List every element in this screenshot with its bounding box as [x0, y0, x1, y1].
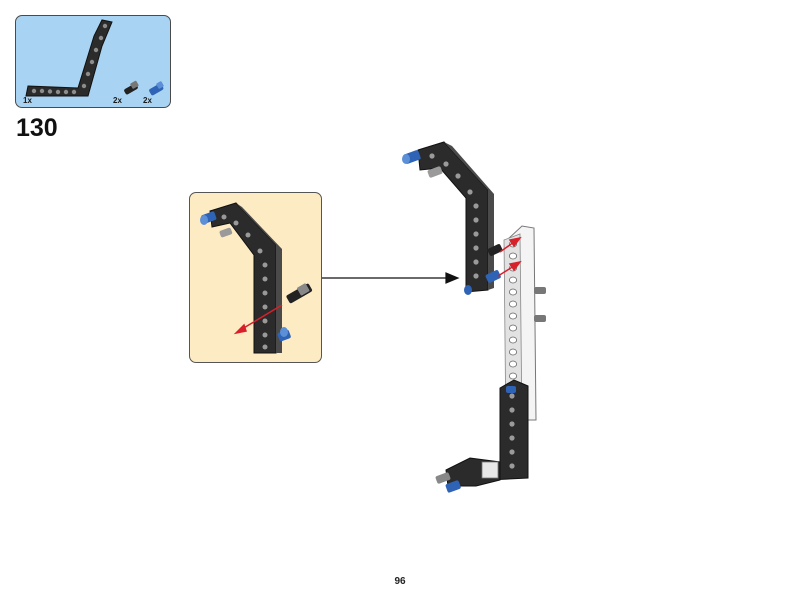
callout-illustration [200, 202, 313, 354]
blue-axle-pin-part-icon [149, 81, 164, 96]
step-number: 130 [16, 114, 58, 142]
page-number: 96 [394, 576, 406, 587]
callout-blue-pin-bottom [277, 327, 291, 342]
main-insert-arrows [497, 236, 522, 277]
part-quantity-black-pin: 2x [113, 96, 122, 105]
subassembly-callout [189, 192, 322, 363]
bent-liftarm-part-icon [25, 19, 113, 97]
part-quantity-blue-pin: 2x [143, 96, 152, 105]
callout-bent-liftarm [209, 202, 282, 354]
parts-list-box: 1x 2x 2x [15, 15, 171, 108]
callout-insert-arrow [233, 304, 283, 335]
callout-gray-pin [219, 227, 233, 238]
black-axle-pin-part-icon [124, 80, 139, 95]
part-quantity-liftarm: 1x [23, 96, 32, 105]
callout-black-axle-pin [286, 283, 313, 304]
callout-blue-pin-top [200, 211, 217, 225]
lower-l-liftarm [435, 379, 529, 493]
parts-list-illustration [25, 19, 164, 97]
callout-connector-arrow [322, 272, 460, 284]
upper-bent-liftarm [402, 141, 503, 295]
